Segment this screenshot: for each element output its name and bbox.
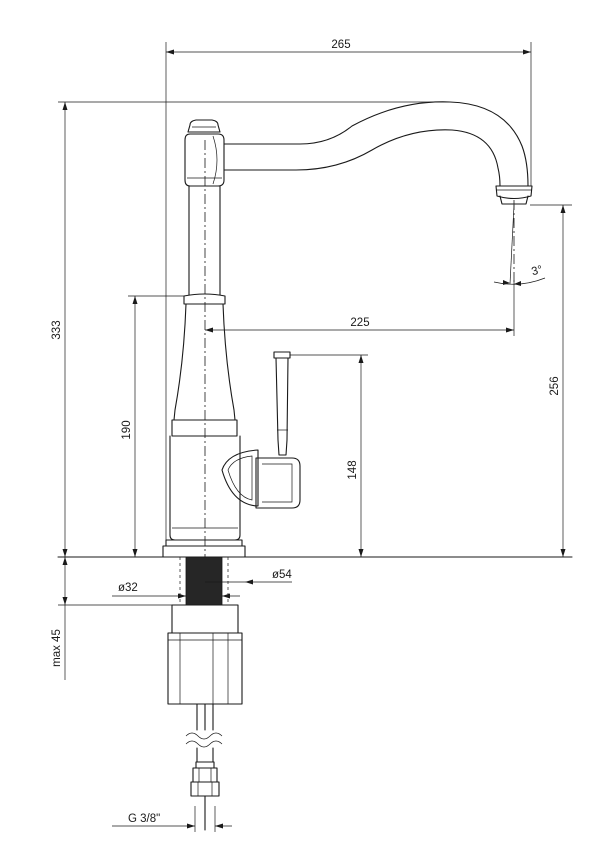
dim-label-o54: ø54 <box>272 569 292 581</box>
dim-spout-reach-axis: 225 <box>205 280 515 336</box>
dim-label-265: 265 <box>331 39 350 51</box>
dim-counter-thickness: max 45 <box>51 557 172 680</box>
dim-label-256: 256 <box>549 376 561 395</box>
dim-label-g38: G 3/8" <box>128 813 160 825</box>
dim-label-3deg: 3° <box>530 264 544 278</box>
dim-label-190: 190 <box>121 420 133 439</box>
spout <box>223 101 533 205</box>
faucet-body <box>162 119 301 558</box>
mounting-shank <box>167 556 243 831</box>
dim-label-max45: max 45 <box>51 629 63 667</box>
dim-base-diameter: ø54 <box>205 569 292 585</box>
dim-connection-thread: G 3/8" <box>112 806 232 832</box>
dim-body-height: 190 <box>121 295 184 557</box>
dim-lever-height: 148 <box>290 354 368 557</box>
dim-total-height: 333 <box>51 101 450 557</box>
dim-spout-reach-total: 265 <box>165 39 532 540</box>
dim-label-148: 148 <box>347 460 359 479</box>
dim-label-o32: ø32 <box>118 582 138 594</box>
dim-label-225: 225 <box>350 317 369 329</box>
dim-label-333: 333 <box>51 320 63 339</box>
dim-shank-diameter: ø32 <box>112 582 240 599</box>
dim-spout-angle: 3° <box>493 264 546 286</box>
dim-outlet-height: 256 <box>530 204 572 557</box>
